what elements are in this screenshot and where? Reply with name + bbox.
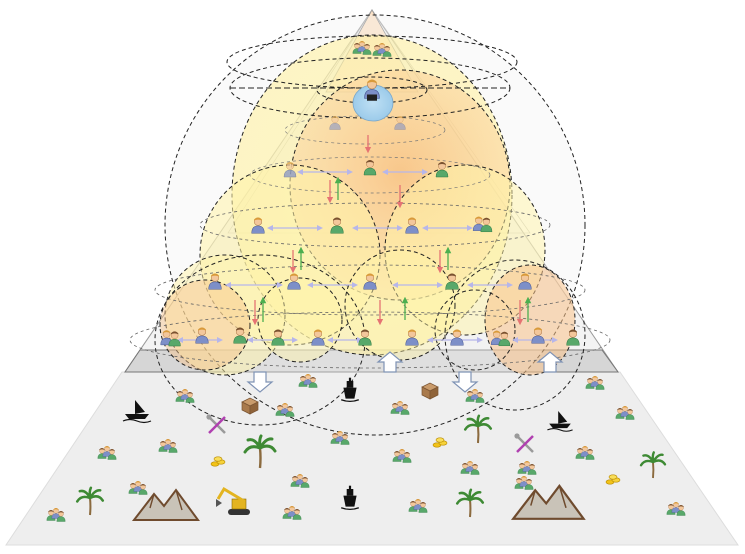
zone-spheres [129,14,611,436]
excavator-icon [216,486,250,515]
person-with-laptop-icon [363,78,381,101]
up-connector-arrow-icon [536,351,564,373]
down-connector-arrow-icon [246,371,274,393]
ground-connectors [246,351,564,393]
down-connector-arrow-icon [451,371,479,393]
vertical-flow-arrows [251,135,532,326]
leader-node [352,78,394,122]
up-connector-arrow-icon [376,351,404,373]
ground-objects [75,377,667,521]
